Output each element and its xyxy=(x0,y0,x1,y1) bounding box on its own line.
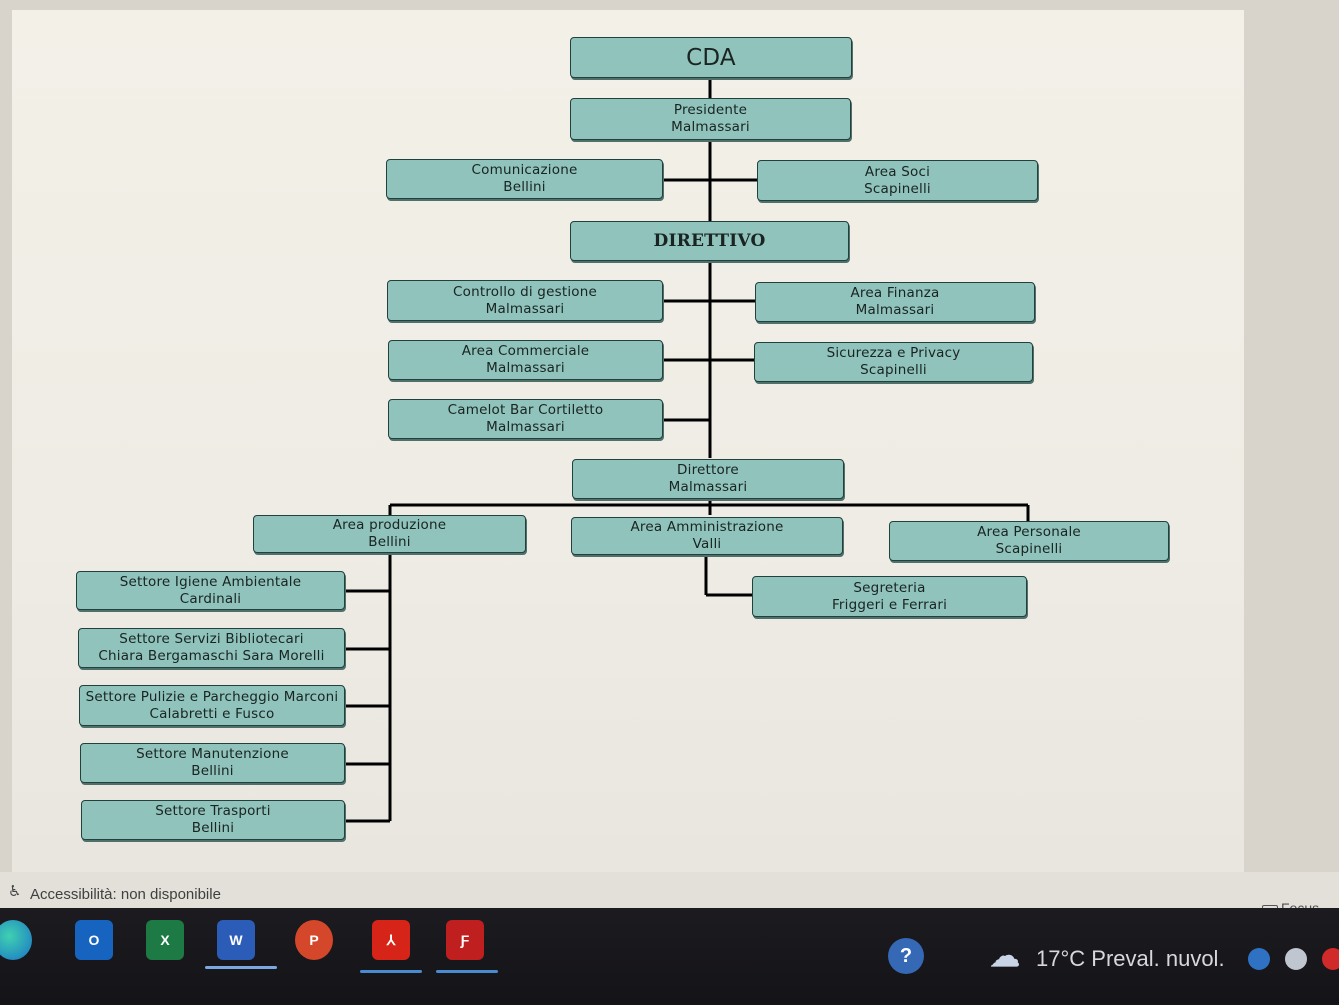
node-presidente-person: Malmassari xyxy=(671,119,750,135)
node-area-soci-role: Area Soci xyxy=(864,163,931,180)
node-settore-trasporti[interactable]: Settore Trasporti Bellini xyxy=(81,800,345,840)
accessibility-status[interactable]: Accessibilità: non disponibile xyxy=(30,886,221,903)
node-sicurezza-privacy-person: Scapinelli xyxy=(860,362,927,378)
filezilla-running-indicator xyxy=(436,970,498,973)
node-segreteria[interactable]: Segreteria Friggeri e Ferrari xyxy=(752,576,1027,617)
node-area-produzione-person: Bellini xyxy=(368,534,411,550)
node-settore-pulizie[interactable]: Settore Pulizie e Parcheggio Marconi Cal… xyxy=(79,685,345,726)
node-direttore-person: Malmassari xyxy=(668,479,748,495)
node-area-amministrazione-person: Valli xyxy=(692,536,722,552)
node-controllo-gestione-role: Controllo di gestione xyxy=(453,283,597,300)
node-settore-manutenzione-role: Settore Manutenzione xyxy=(136,746,289,762)
node-direttore-role: Direttore xyxy=(677,462,739,478)
document-page: CDA Presidente Malmassari Comunicazione … xyxy=(12,10,1244,872)
node-area-personale-role: Area Personale xyxy=(977,524,1081,540)
acrobat-icon[interactable]: ⅄ xyxy=(372,920,410,960)
node-comunicazione-role: Comunicazione xyxy=(471,162,578,178)
org-chart-connectors xyxy=(345,77,1030,823)
node-area-personale-person: Scapinelli xyxy=(995,541,1063,557)
accessibility-icon[interactable]: ♿ xyxy=(8,882,22,900)
node-area-commerciale-role: Area Commerciale xyxy=(461,343,590,359)
node-cda-title: CDA xyxy=(686,44,736,71)
powerpoint-icon[interactable]: P xyxy=(295,920,333,960)
word-active-indicator xyxy=(205,966,277,969)
node-settore-trasporti-role: Settore Trasporti xyxy=(155,803,271,819)
node-area-amministrazione[interactable]: Area Amministrazione Valli xyxy=(571,517,843,555)
node-settore-pulizie-person: Calabretti e Fusco xyxy=(149,705,275,722)
tray-app-icon[interactable] xyxy=(1285,948,1307,970)
node-area-soci[interactable]: Area Soci Scapinelli xyxy=(757,160,1038,201)
network-icon[interactable] xyxy=(1248,948,1270,970)
powerpoint-letter: P xyxy=(309,932,319,948)
node-settore-igiene-role: Settore Igiene Ambientale xyxy=(119,573,302,590)
node-area-personale[interactable]: Area Personale Scapinelli xyxy=(889,521,1169,561)
edge-icon[interactable] xyxy=(0,920,32,960)
node-settore-igiene-person: Cardinali xyxy=(179,590,242,607)
node-settore-manutenzione[interactable]: Settore Manutenzione Bellini xyxy=(80,743,345,783)
tray-red-icon[interactable] xyxy=(1322,948,1339,970)
node-area-soci-person: Scapinelli xyxy=(864,180,931,197)
node-controllo-gestione-person: Malmassari xyxy=(485,300,565,317)
node-direttivo-title: DIRETTIVO xyxy=(653,230,766,251)
node-settore-igiene[interactable]: Settore Igiene Ambientale Cardinali xyxy=(76,571,345,610)
node-sicurezza-privacy-role: Sicurezza e Privacy xyxy=(826,345,961,361)
node-direttivo[interactable]: DIRETTIVO xyxy=(570,221,849,261)
node-settore-biblioteche[interactable]: Settore Servizi Bibliotecari Chiara Berg… xyxy=(78,628,345,668)
node-cda[interactable]: CDA xyxy=(570,37,852,78)
weather-text[interactable]: 17°C Preval. nuvol. xyxy=(1036,946,1225,971)
node-area-produzione[interactable]: Area produzione Bellini xyxy=(253,515,526,553)
node-area-commerciale-person: Malmassari xyxy=(486,360,565,376)
node-area-finanza[interactable]: Area Finanza Malmassari xyxy=(755,282,1035,322)
node-area-commerciale[interactable]: Area Commerciale Malmassari xyxy=(388,340,663,380)
node-camelot-bar[interactable]: Camelot Bar Cortiletto Malmassari xyxy=(388,399,663,439)
word-icon[interactable]: W xyxy=(217,920,255,960)
node-presidente-role: Presidente xyxy=(673,102,748,118)
excel-icon[interactable]: X xyxy=(146,920,184,960)
node-settore-trasporti-person: Bellini xyxy=(191,820,235,836)
node-comunicazione-person: Bellini xyxy=(503,179,546,195)
node-segreteria-person: Friggeri e Ferrari xyxy=(831,596,948,613)
word-status-bar: ♿ Accessibilità: non disponibile ▢Focus xyxy=(0,872,1339,921)
node-area-finanza-person: Malmassari xyxy=(855,302,935,318)
node-camelot-bar-role: Camelot Bar Cortiletto xyxy=(447,402,604,418)
help-icon[interactable]: ? xyxy=(888,938,924,974)
filezilla-icon[interactable]: Ƒ xyxy=(446,920,484,960)
outlook-icon[interactable]: O xyxy=(75,920,113,960)
windows-taskbar: O X W P ⅄ Ƒ ? ☁ 17°C Preval. nuvol. xyxy=(0,908,1339,1005)
node-area-produzione-role: Area produzione xyxy=(332,517,447,533)
node-presidente[interactable]: Presidente Malmassari xyxy=(570,98,851,140)
node-camelot-bar-person: Malmassari xyxy=(486,419,565,435)
node-segreteria-role: Segreteria xyxy=(853,579,926,596)
node-controllo-gestione[interactable]: Controllo di gestione Malmassari xyxy=(387,280,663,321)
acrobat-running-indicator xyxy=(360,970,422,973)
word-letter: W xyxy=(229,932,243,948)
node-area-amministrazione-role: Area Amministrazione xyxy=(630,519,784,535)
node-settore-pulizie-role: Settore Pulizie e Parcheggio Marconi xyxy=(85,688,339,705)
node-sicurezza-privacy[interactable]: Sicurezza e Privacy Scapinelli xyxy=(754,342,1033,382)
node-area-finanza-role: Area Finanza xyxy=(850,285,940,301)
node-settore-biblioteche-role: Settore Servizi Bibliotecari xyxy=(119,631,304,647)
weather-cloud-icon[interactable]: ☁ xyxy=(990,939,1020,973)
node-comunicazione[interactable]: Comunicazione Bellini xyxy=(386,159,663,199)
node-direttore[interactable]: Direttore Malmassari xyxy=(572,459,844,499)
excel-letter: X xyxy=(160,932,170,948)
outlook-letter: O xyxy=(88,932,100,948)
node-settore-biblioteche-person: Chiara Bergamaschi Sara Morelli xyxy=(98,648,325,664)
node-settore-manutenzione-person: Bellini xyxy=(191,763,234,779)
